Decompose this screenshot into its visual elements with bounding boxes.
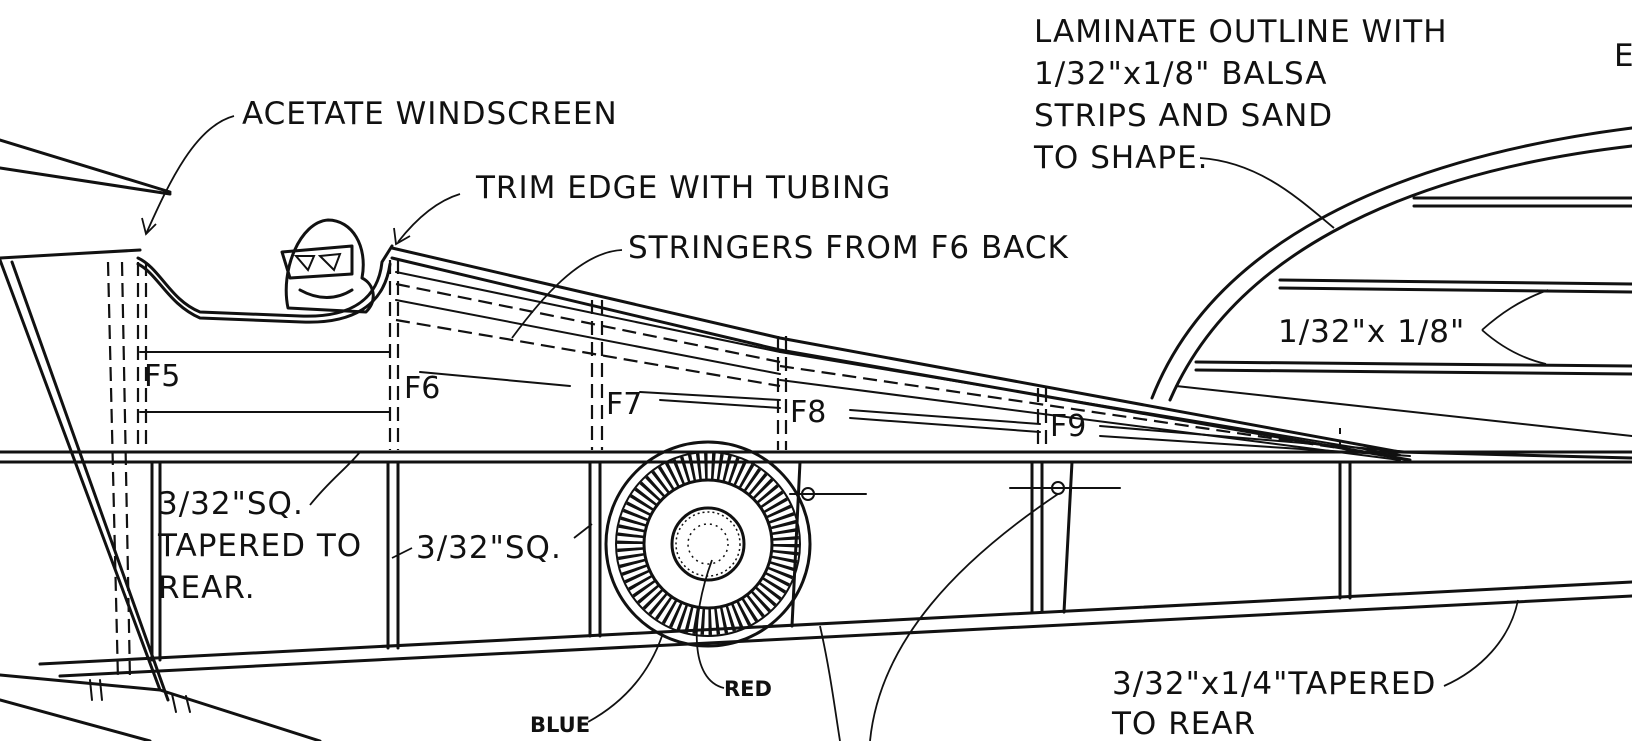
former-label-f5: F5 bbox=[144, 359, 180, 394]
upright-size-label: 3/32"SQ. bbox=[416, 530, 562, 566]
stringers-label: STRINGERS FROM F6 BACK bbox=[628, 230, 1069, 266]
laminate-note-line-3: STRIPS AND SAND bbox=[1034, 98, 1333, 134]
longeron-note-line-1: 3/32"SQ. bbox=[158, 486, 304, 522]
former-label-f7: F7 bbox=[606, 387, 642, 422]
laminate-note-line-4: TO SHAPE. bbox=[1033, 140, 1209, 176]
bottom-longeron-note-line-1: 3/32"x1/4"TAPERED bbox=[1112, 666, 1436, 702]
trim-edge-label: TRIM EDGE WITH TUBING bbox=[475, 170, 891, 206]
longeron-note-line-3: REAR. bbox=[158, 570, 256, 606]
laminate-note-line-1: LAMINATE OUTLINE WITH bbox=[1034, 14, 1448, 50]
wheel bbox=[604, 440, 812, 648]
wing-structure bbox=[0, 138, 322, 741]
former-label-f6: F6 bbox=[404, 371, 440, 406]
former-label-f8: F8 bbox=[790, 395, 826, 430]
red-color-label: RED bbox=[724, 677, 772, 701]
blue-color-label: BLUE bbox=[530, 713, 590, 737]
fuselage-structure bbox=[0, 244, 1632, 678]
bottom-longeron-note-line-2: TO REAR bbox=[1111, 706, 1256, 741]
edge-letter: E bbox=[1614, 38, 1632, 74]
leader-lines bbox=[141, 115, 1549, 741]
former-label-f9: F9 bbox=[1050, 409, 1086, 444]
tail-outline bbox=[1150, 126, 1632, 437]
strip-size-label: 1/32"x 1/8" bbox=[1278, 314, 1465, 350]
pilot-figure bbox=[280, 218, 375, 314]
laminate-note-line-2: 1/32"x1/8" BALSA bbox=[1034, 56, 1327, 92]
longeron-note-line-2: TAPERED TO bbox=[157, 528, 362, 564]
windscreen-label: ACETATE WINDSCREEN bbox=[242, 96, 618, 132]
